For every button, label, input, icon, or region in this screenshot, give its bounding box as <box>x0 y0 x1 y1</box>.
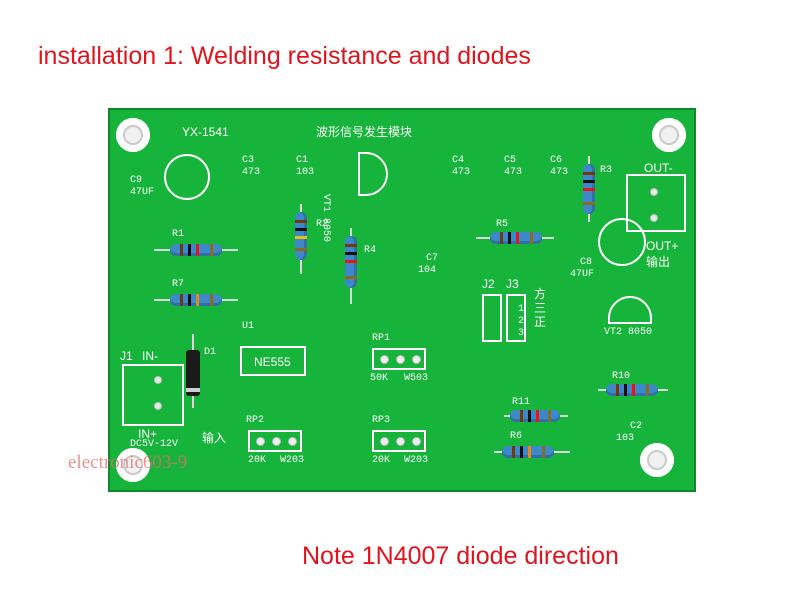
c4-value: 473 <box>452 167 471 178</box>
rp1-code: W503 <box>404 373 429 384</box>
out-plus-label: OUT+ <box>646 239 679 253</box>
input-pad-1 <box>154 376 162 384</box>
output-pad-1 <box>650 188 658 196</box>
c6-label: C6 <box>550 155 563 166</box>
vt1-transistor-outline <box>358 152 388 196</box>
r1-label: R1 <box>172 229 185 240</box>
c9-value: 47UF <box>130 187 155 198</box>
rp3-potentiometer <box>372 430 426 452</box>
c5-value: 473 <box>504 167 523 178</box>
d1-diode <box>186 350 200 396</box>
d1-label: D1 <box>204 347 217 358</box>
rp3-label: RP3 <box>372 415 391 426</box>
r4-resistor <box>345 236 357 288</box>
vt2-label: VT2 8050 <box>604 327 653 338</box>
rp2-label: RP2 <box>246 415 265 426</box>
r5-label: R5 <box>496 219 509 230</box>
watermark-text: electronic603-9 <box>68 452 188 473</box>
rp2-potentiometer <box>248 430 302 452</box>
rp2-value: 20K <box>248 455 267 466</box>
c8-value: 47UF <box>570 269 595 280</box>
c1-value: 103 <box>296 167 315 178</box>
r2-resistor <box>295 212 307 260</box>
rp3-value: 20K <box>372 455 391 466</box>
c7-value: 104 <box>418 265 437 276</box>
mounting-hole-bottom-right <box>640 443 674 477</box>
in-plus-label: IN+ <box>138 427 158 441</box>
c2-value: 103 <box>616 433 635 444</box>
rp3-code: W203 <box>404 455 429 466</box>
vt2-transistor-outline <box>608 296 652 324</box>
mounting-hole-top-left <box>116 118 150 152</box>
input-cn-label: 输入 <box>202 431 227 445</box>
c2-label: C2 <box>630 421 643 432</box>
mounting-hole-bottom-left <box>116 448 150 482</box>
r6-resistor <box>502 446 554 458</box>
output-pad-2 <box>650 214 658 222</box>
r4-label: R4 <box>364 245 377 256</box>
c8-label: C8 <box>580 257 593 268</box>
output-cn-label: 输出 <box>646 255 671 269</box>
r3-resistor <box>583 164 595 214</box>
c1-label: C1 <box>296 155 309 166</box>
rp1-potentiometer <box>372 348 426 370</box>
out-minus-label: OUT- <box>644 161 673 175</box>
r2-label: R2 <box>316 219 329 230</box>
r1-resistor <box>170 244 222 256</box>
c3-value: 473 <box>242 167 261 178</box>
j3-label: J3 <box>506 277 519 291</box>
c3-label: C3 <box>242 155 255 166</box>
c9-label: C9 <box>130 175 143 186</box>
c9-capacitor-outline <box>164 154 210 200</box>
ne555-label: NE555 <box>254 355 291 369</box>
j2-label: J2 <box>482 277 495 291</box>
r10-resistor <box>606 384 658 396</box>
wave-select-cn-label: 方三正 <box>534 288 547 330</box>
r11-label: R11 <box>512 397 531 408</box>
pcb-board: YX-1541 波形信号发生模块 C9 47UF C3 473 C1 103 C… <box>108 108 696 492</box>
caption-installation-step: installation 1: Welding resistance and d… <box>38 42 531 70</box>
rp1-label: RP1 <box>372 333 391 344</box>
c6-value: 473 <box>550 167 569 178</box>
vt1-label: VT1 8050 <box>320 194 331 243</box>
board-model-label: YX-1541 <box>182 125 229 139</box>
rp2-code: W203 <box>280 455 305 466</box>
j2-header <box>482 294 502 342</box>
r7-label: R7 <box>172 279 185 290</box>
c7-label: C7 <box>426 253 439 264</box>
rp1-value: 50K <box>370 373 389 384</box>
output-terminal-block <box>626 174 686 232</box>
u1-label: U1 <box>242 321 255 332</box>
j3-header <box>506 294 526 342</box>
r3-label: R3 <box>600 165 613 176</box>
d1-cathode-band <box>186 388 200 392</box>
r6-label: R6 <box>510 431 523 442</box>
board-title-label: 波形信号发生模块 <box>316 125 413 139</box>
r5-resistor <box>490 232 542 244</box>
ne555-ic-outline <box>240 346 306 376</box>
in-minus-label: IN- <box>142 349 158 363</box>
j1-label: J1 <box>120 349 133 363</box>
r10-label: R10 <box>612 371 631 382</box>
c4-label: C4 <box>452 155 465 166</box>
jumper-pin-numbers: 1 2 3 <box>518 304 525 339</box>
input-terminal-block <box>122 364 184 426</box>
r7-resistor <box>170 294 222 306</box>
c5-label: C5 <box>504 155 517 166</box>
c8-capacitor-outline <box>598 218 646 266</box>
dc-voltage-label: DC5V-12V <box>130 439 179 450</box>
mounting-hole-top-right <box>652 118 686 152</box>
caption-diode-note: Note 1N4007 diode direction <box>302 542 619 570</box>
input-pad-2 <box>154 402 162 410</box>
r11-resistor <box>510 410 560 422</box>
